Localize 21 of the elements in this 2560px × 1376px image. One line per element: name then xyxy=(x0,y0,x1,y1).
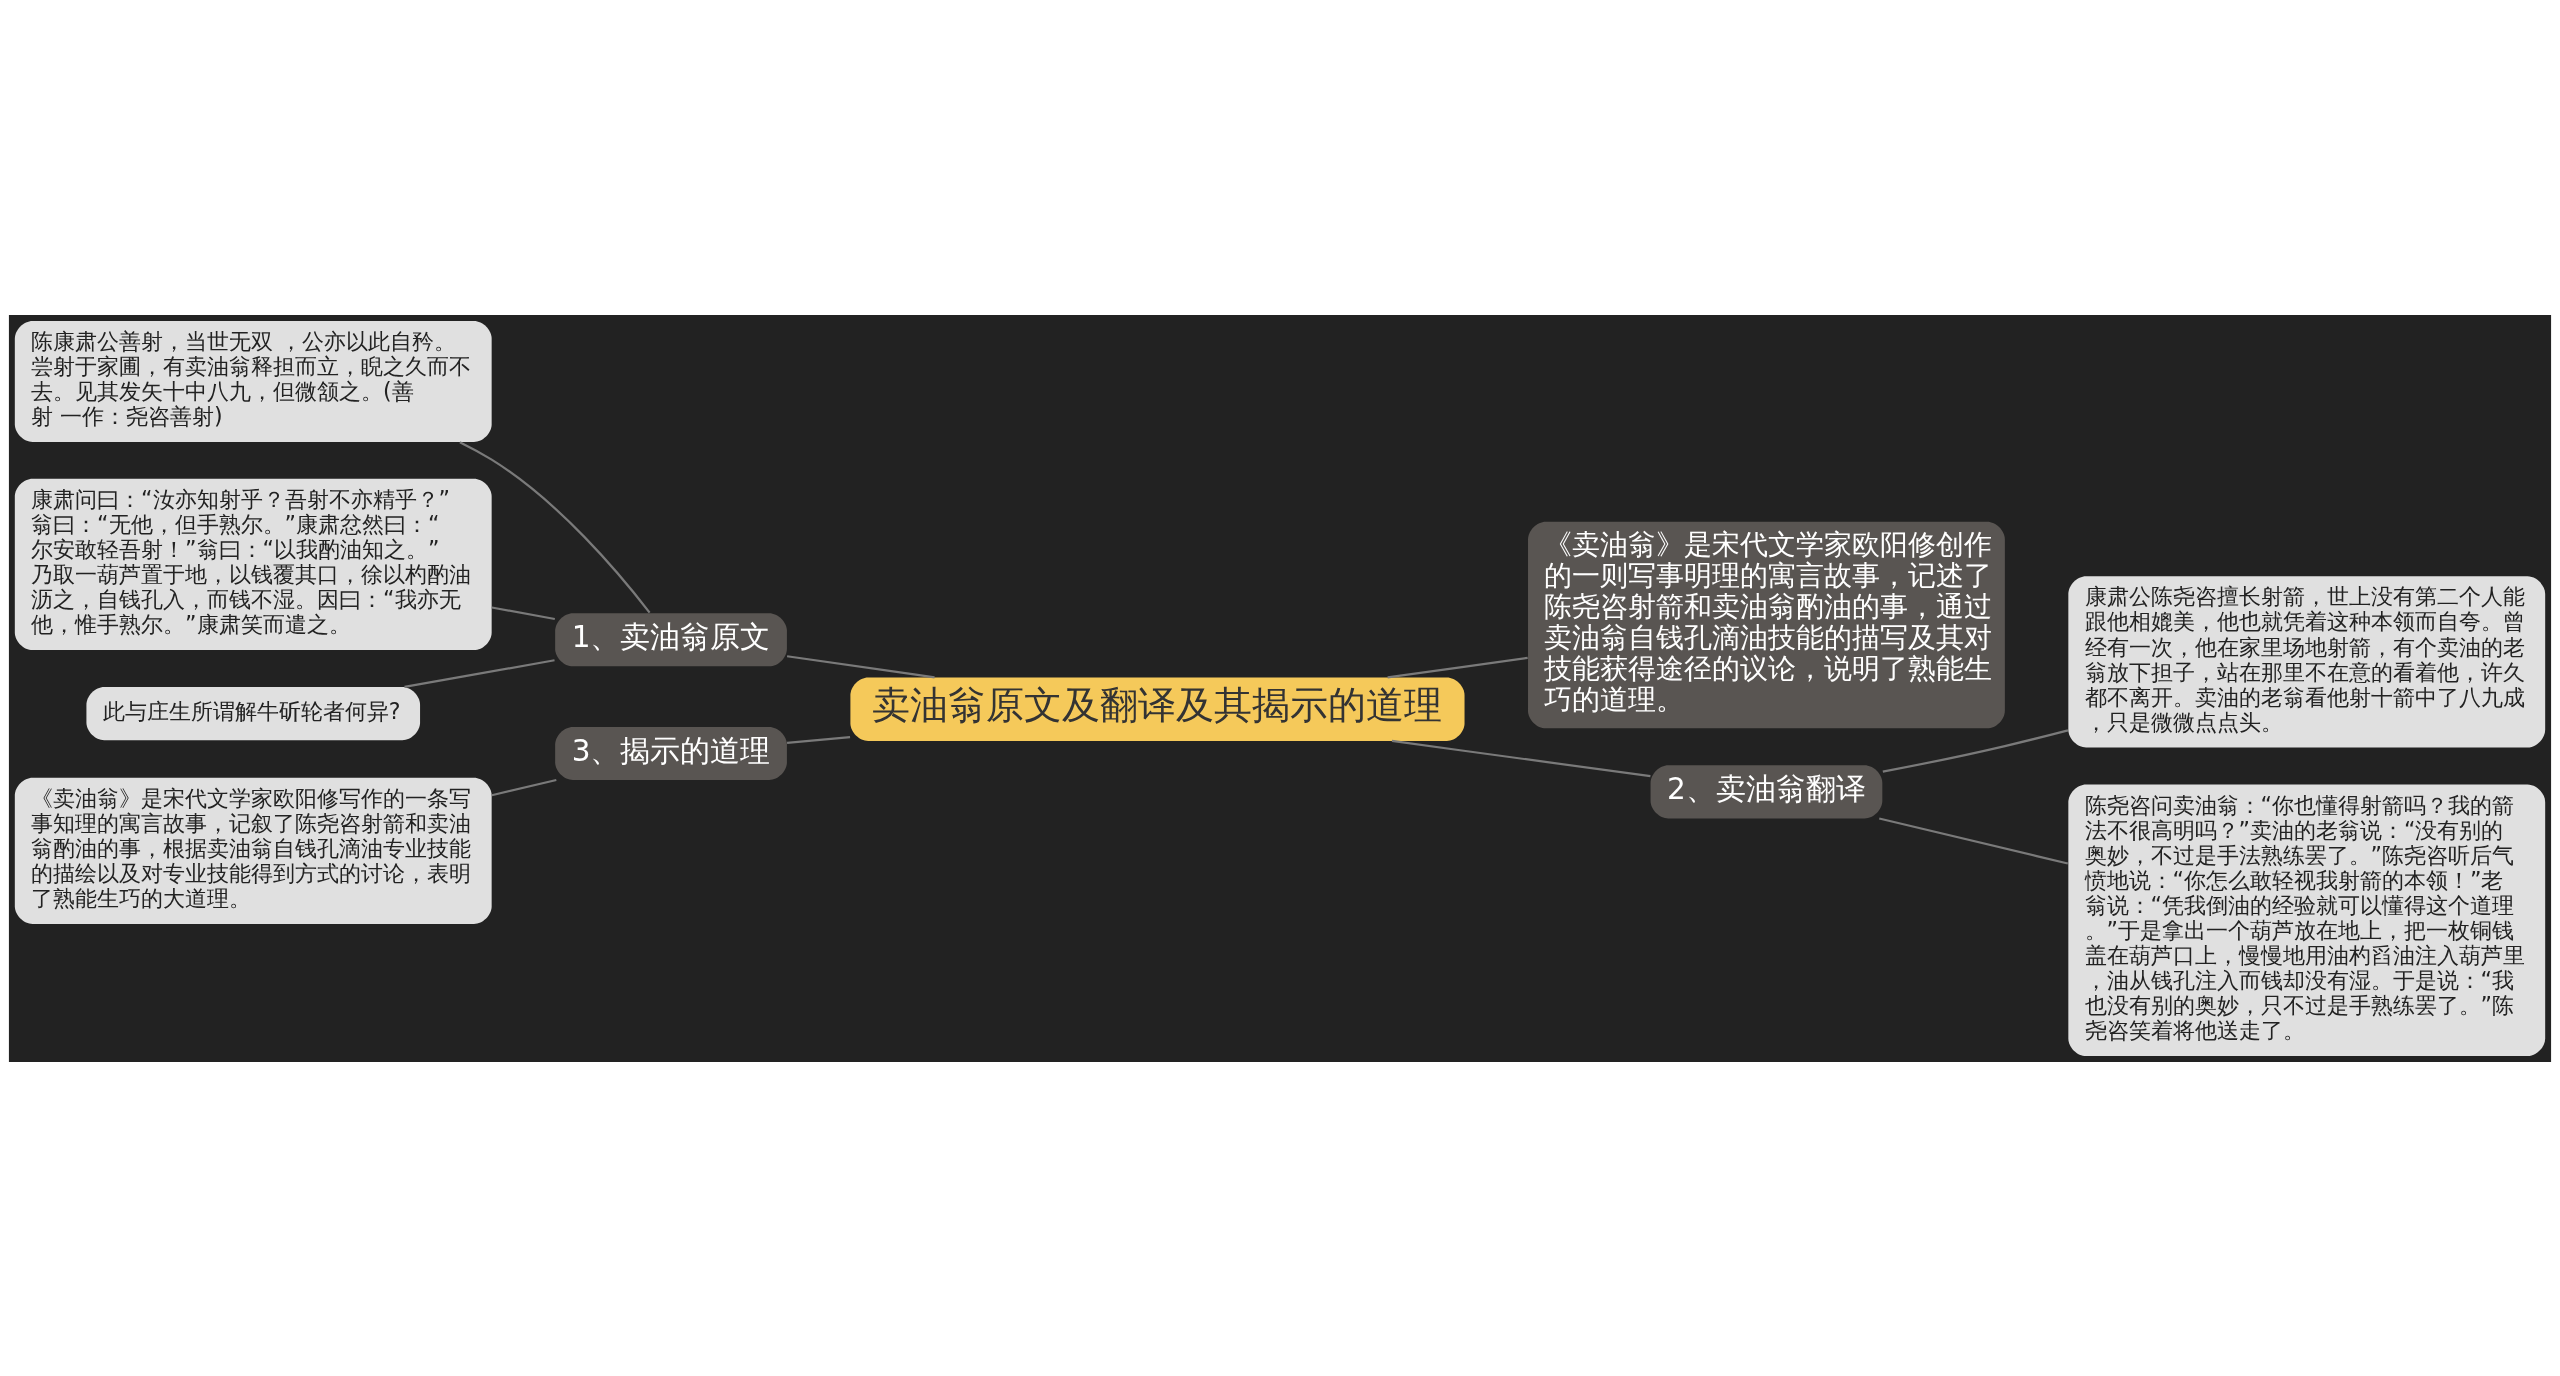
connector xyxy=(1879,816,2069,865)
node-box: 卖油翁原文及翻译及其揭示的道理 xyxy=(850,676,1465,741)
connector xyxy=(491,778,557,796)
connector xyxy=(491,605,556,620)
connector xyxy=(1391,739,1651,777)
node-box: 1、卖油翁原文 xyxy=(555,612,787,666)
connector xyxy=(459,440,651,613)
node-box: 陈尧咨问卖油翁：“你也懂得射箭吗？我的箭法不很高明吗？”卖油的老翁说：“没有别的奥妙，不过是手法熟练罢了。”陈尧咨听后气愤地说：“你怎么敢轻视我射箭的本领！”老翁说：“凭我倒油的经验就可以懂得这个道理。”于是拿出一个葫芦放在地上，把一枚铜钱盖在葫芦口上，慢慢地用油杓舀油注入葫芦里，油从钱孔注入而钱却没有湿。于是说：“我也没有别的奥妙，只不过是手熟练罢了。”陈尧咨笑着将他送走了。 xyxy=(2068,783,2546,1056)
node-box: 《卖油翁》是宋代文学家欧阳修创作的一则写事明理的寓言故事，记述了陈尧咨射箭和卖油翁酌油的事，通过卖油翁自钱孔滴油技能的描写及其对技能获得途径的议论，说明了熟能生巧的道理。 xyxy=(1528,521,2005,728)
node-box: 2、卖油翁翻译 xyxy=(1650,764,1883,818)
node-box: 3、揭示的道理 xyxy=(555,726,787,780)
node-box: 康肃公陈尧咨擅长射箭，世上没有第二个人能跟他相媲美，他也就凭着这种本领而自夸。曾经有一次，他在家里场地射箭，有个卖油的老翁放下担子，站在那里不在意的看着他，许久都不离开。卖油的老翁看他射十箭中了八九成，只是微微点点头。 xyxy=(2068,575,2546,748)
connector xyxy=(786,654,935,678)
node-box: 陈康肃公善射，当世无双 ，公亦以此自矜。尝射于家圃，有卖油翁释担而立，睨之久而不去。见其发矢十中八九，但微颔之。(善射 一作：尧咨善射) xyxy=(14,320,492,442)
node-box: 《卖油翁》是宋代文学家欧阳修写作的一条写事知理的寓言故事，记叙了陈尧咨射箭和卖油翁酌油的事，根据卖油翁自钱孔滴油专业技能的描绘以及对专业技能得到方式的讨论，表明了熟能生巧的大道理。 xyxy=(14,777,492,924)
node-box: 此与庄生所谓解牛斫轮者何异? xyxy=(86,686,421,740)
node-box: 康肃问曰：“汝亦知射乎？吾射不亦精乎？”翁曰：“无他，但手熟尔。”康肃忿然曰：“尔安敢轻吾射！”翁曰：“以我酌油知之。”乃取一葫芦置于地，以钱覆其口，徐以杓酌油沥之，自钱孔入，而钱不湿。因曰：“我亦无他，惟手熟尔。”康肃笑而遣之。 xyxy=(14,478,492,650)
connector xyxy=(404,658,555,688)
connector xyxy=(787,735,851,744)
connector xyxy=(1882,728,2069,773)
connector xyxy=(1387,656,1528,678)
